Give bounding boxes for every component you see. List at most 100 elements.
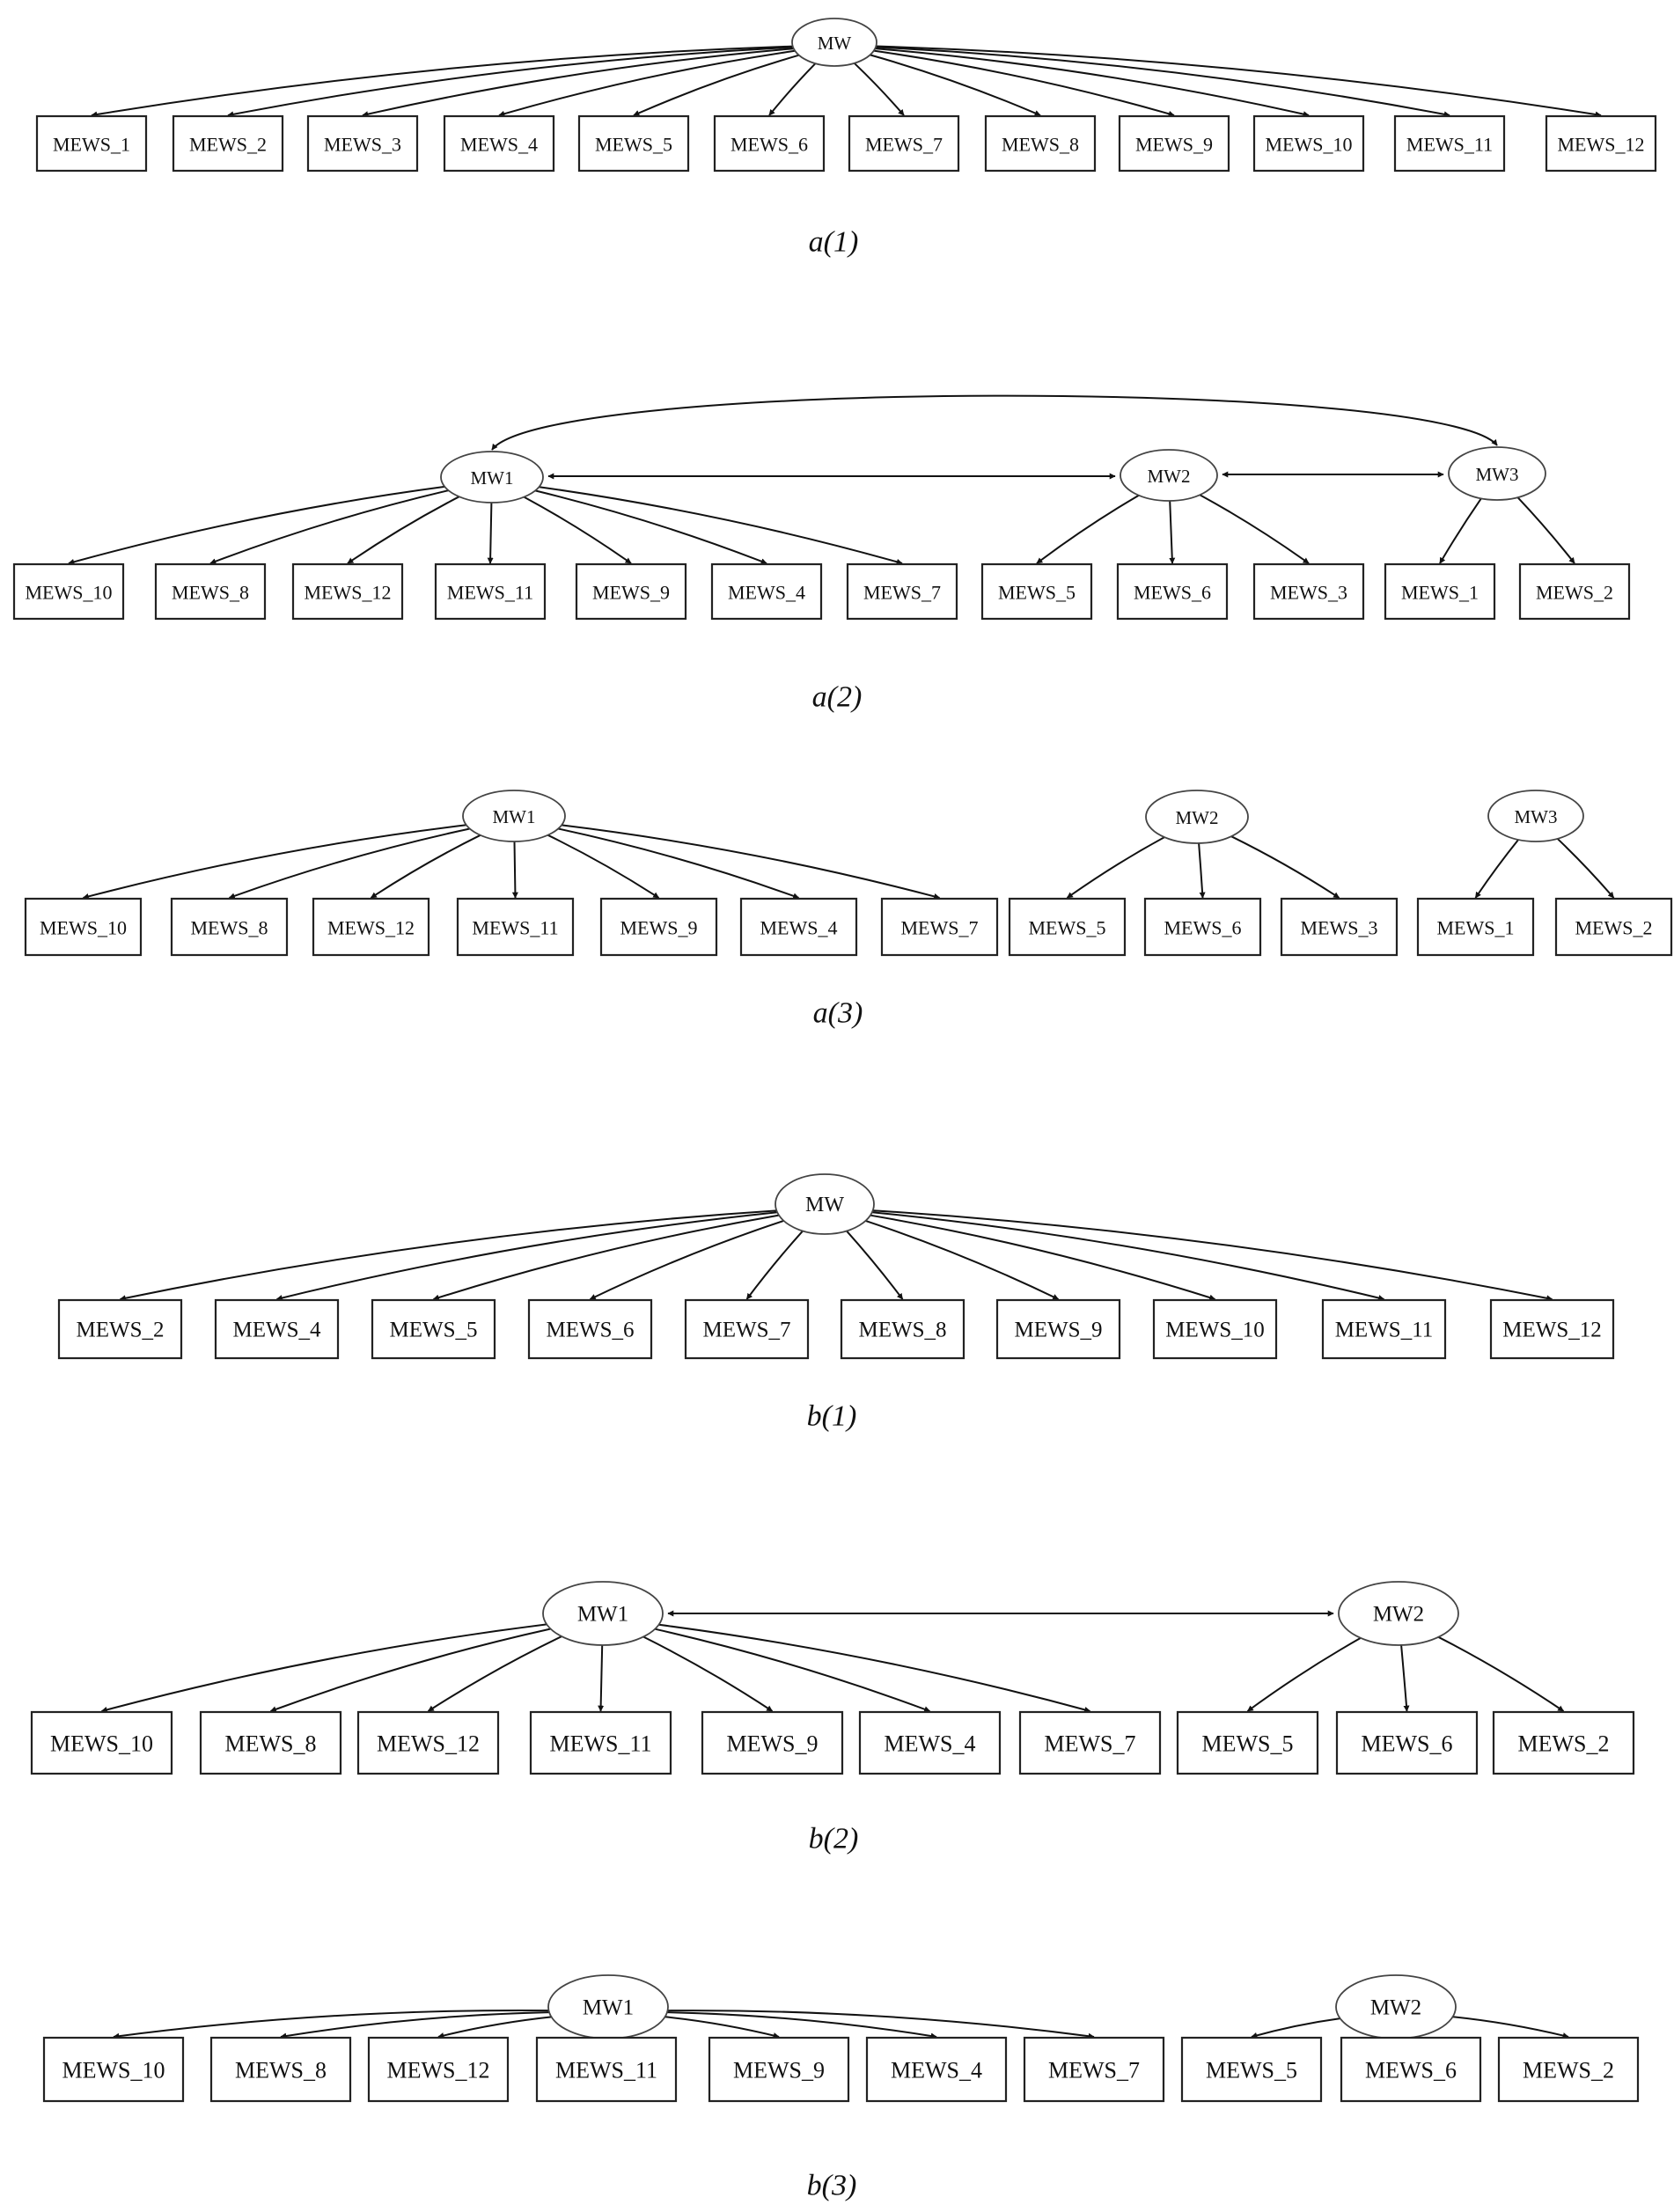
indicator-box-mews-5 bbox=[1180, 2036, 1323, 2103]
indicator-box-mews-5 bbox=[577, 114, 690, 173]
loading-arrow-mw2-mews-5 bbox=[1246, 1637, 1362, 1712]
loading-arrow-mw1-mews-12 bbox=[437, 2016, 552, 2039]
loading-arrow-mw1-mews-8 bbox=[209, 489, 449, 565]
indicator-label-mews-12: MEWS_12 bbox=[1558, 134, 1645, 156]
loading-arrow-mw-mews-7 bbox=[854, 62, 905, 116]
indicator-box-mews-4 bbox=[443, 114, 555, 173]
indicator-label-mews-5: MEWS_5 bbox=[1029, 917, 1106, 939]
indicator-box-mews-10 bbox=[12, 562, 125, 621]
indicator-label-mews-11: MEWS_11 bbox=[549, 1731, 651, 1757]
loading-arrow-mw-mews-2 bbox=[119, 1209, 777, 1302]
loading-arrow-mw3-mews-2 bbox=[1556, 838, 1615, 899]
indicator-box-mews-4 bbox=[865, 2036, 1008, 2103]
indicator-box-mews-4 bbox=[710, 562, 823, 621]
indicator-label-mews-11: MEWS_11 bbox=[447, 582, 533, 604]
indicator-box-mews-11 bbox=[535, 2036, 678, 2103]
loading-arrow-mw1-mews-7 bbox=[667, 2010, 1095, 2039]
loading-arrow-mw1-mews-12 bbox=[427, 1635, 562, 1712]
indicator-label-mews-8: MEWS_8 bbox=[1002, 134, 1079, 156]
loading-arrow-mw2-mews-3 bbox=[1230, 835, 1340, 899]
indicator-box-mews-9 bbox=[599, 897, 718, 957]
indicator-label-mews-9: MEWS_9 bbox=[592, 582, 670, 604]
diagram-caption: a(3) bbox=[813, 997, 863, 1030]
indicator-label-mews-2: MEWS_2 bbox=[189, 134, 267, 156]
loading-arrow-mw-mews-10 bbox=[870, 1214, 1216, 1301]
indicator-box-mews-5 bbox=[980, 562, 1093, 621]
indicator-box-mews-4 bbox=[214, 1298, 340, 1360]
loading-arrow-mw1-mews-4 bbox=[558, 827, 800, 900]
latent-label-mw1: MW1 bbox=[493, 806, 536, 827]
loading-arrow-mw1-mews-7 bbox=[561, 824, 941, 900]
indicator-label-mews-6: MEWS_6 bbox=[547, 1319, 635, 1342]
indicator-label-mews-6: MEWS_6 bbox=[1164, 917, 1242, 939]
diagram-caption: b(1) bbox=[807, 1400, 857, 1433]
loading-arrow-mw-mews-7 bbox=[745, 1230, 804, 1300]
loading-arrow-mw1-mews-8 bbox=[269, 1628, 551, 1713]
indicator-box-mews-11 bbox=[456, 897, 575, 957]
indicator-label-mews-3: MEWS_3 bbox=[1270, 582, 1347, 604]
loading-arrow-mw-mews-11 bbox=[875, 46, 1450, 118]
loading-arrow-mw2-mews-5 bbox=[1251, 2017, 1340, 2039]
indicator-box-mews-8 bbox=[984, 114, 1097, 173]
indicator-label-mews-7: MEWS_7 bbox=[901, 917, 979, 939]
indicator-label-mews-2: MEWS_2 bbox=[77, 1319, 165, 1342]
indicator-box-mews-10 bbox=[24, 897, 143, 957]
indicator-box-mews-11 bbox=[1321, 1298, 1447, 1360]
indicator-label-mews-7: MEWS_7 bbox=[703, 1319, 791, 1342]
loading-arrow-mw1-mews-12 bbox=[347, 496, 460, 564]
loading-arrow-mw-mews-9 bbox=[873, 49, 1175, 117]
diagram-caption: b(3) bbox=[807, 2170, 857, 2202]
indicator-box-mews-12 bbox=[312, 897, 430, 957]
indicator-box-mews-8 bbox=[170, 897, 289, 957]
loading-arrow-mw-mews-11 bbox=[871, 1211, 1385, 1301]
latent-node-mw2 bbox=[1145, 790, 1249, 844]
indicator-box-mews-7 bbox=[880, 897, 999, 957]
indicator-box-mews-12 bbox=[1489, 1298, 1615, 1360]
indicator-box-mews-5 bbox=[371, 1298, 496, 1360]
latent-node-mw3 bbox=[1487, 790, 1584, 842]
indicator-label-mews-9: MEWS_9 bbox=[1135, 134, 1213, 156]
indicator-label-mews-9: MEWS_9 bbox=[620, 917, 698, 939]
indicator-label-mews-2: MEWS_2 bbox=[1575, 917, 1653, 939]
indicator-box-mews-8 bbox=[840, 1298, 965, 1360]
loading-arrow-mw-mews-12 bbox=[872, 1209, 1553, 1302]
indicator-label-mews-7: MEWS_7 bbox=[863, 582, 941, 604]
indicator-label-mews-2: MEWS_2 bbox=[1536, 582, 1613, 604]
loading-arrow-mw-mews-4 bbox=[498, 49, 796, 117]
loading-arrow-mw2-mews-6 bbox=[1400, 1644, 1410, 1712]
indicator-label-mews-7: MEWS_7 bbox=[865, 134, 943, 156]
latent-node-mw bbox=[775, 1173, 875, 1235]
indicator-label-mews-12: MEWS_12 bbox=[387, 2058, 490, 2083]
latent-node-mw1 bbox=[440, 451, 544, 503]
indicator-box-mews-11 bbox=[1393, 114, 1506, 173]
indicator-box-mews-9 bbox=[708, 2036, 850, 2103]
indicator-label-mews-7: MEWS_7 bbox=[1048, 2058, 1140, 2083]
loading-arrow-mw1-mews-4 bbox=[666, 2011, 937, 2039]
indicator-box-mews-1 bbox=[1384, 562, 1496, 621]
loading-arrow-mw-mews-9 bbox=[865, 1219, 1060, 1300]
diagram-caption: a(1) bbox=[809, 226, 859, 259]
indicator-label-mews-9: MEWS_9 bbox=[727, 1731, 819, 1757]
indicator-label-mews-5: MEWS_5 bbox=[1206, 2058, 1297, 2083]
indicator-box-mews-2 bbox=[57, 1298, 183, 1360]
indicator-label-mews-8: MEWS_8 bbox=[225, 1731, 317, 1757]
indicator-box-mews-7 bbox=[1018, 1710, 1162, 1775]
latent-label-mw1: MW1 bbox=[471, 467, 514, 489]
loading-arrow-mw1-mews-7 bbox=[539, 486, 903, 565]
indicator-box-mews-1 bbox=[35, 114, 148, 173]
indicator-box-mews-7 bbox=[684, 1298, 810, 1360]
indicator-label-mews-10: MEWS_10 bbox=[26, 582, 113, 604]
indicator-label-mews-7: MEWS_7 bbox=[1045, 1731, 1136, 1757]
loading-arrow-mw1-mews-8 bbox=[280, 2011, 550, 2039]
indicator-box-mews-8 bbox=[154, 562, 267, 621]
indicator-box-mews-10 bbox=[30, 1710, 173, 1775]
latent-node-mw2 bbox=[1120, 449, 1218, 502]
latent-node-mw3 bbox=[1448, 446, 1546, 501]
latent-label-mw3: MW3 bbox=[1515, 806, 1558, 827]
indicator-label-mews-11: MEWS_11 bbox=[1335, 1319, 1434, 1342]
indicator-label-mews-2: MEWS_2 bbox=[1523, 2058, 1614, 2083]
